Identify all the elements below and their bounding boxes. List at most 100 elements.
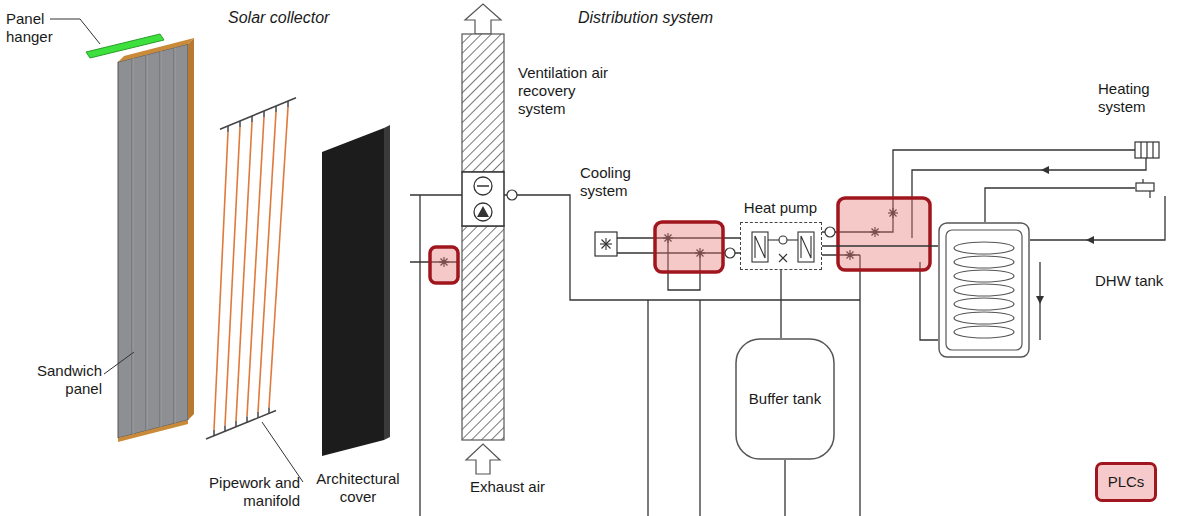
pipework	[258, 112, 276, 412]
pump-symbol	[725, 248, 735, 258]
leader-line	[262, 422, 303, 482]
distribution-drawing	[410, 4, 1165, 516]
label-slot: Panel hanger	[6, 10, 62, 46]
ventilation-unit	[462, 34, 504, 172]
pipe	[410, 150, 1165, 516]
manifold	[227, 126, 229, 132]
pipe	[504, 195, 860, 300]
radiator-icon	[1135, 142, 1159, 158]
architectural-cover	[384, 125, 390, 440]
tap-icon	[1149, 191, 1150, 198]
architectural-cover	[322, 128, 384, 456]
node-label: DHW tank	[1095, 272, 1163, 290]
sandwich-panel	[145, 55, 146, 431]
architectural-cover	[322, 125, 390, 456]
legend-label: PLCs	[1108, 473, 1145, 491]
sandwich-panel	[133, 58, 134, 434]
ventilation-unit	[474, 203, 492, 221]
heat-pump-symbol	[798, 232, 814, 262]
plc-highlight	[430, 247, 458, 283]
tap-icon	[1136, 179, 1154, 198]
label-slot: Heating system	[1098, 80, 1164, 116]
tap-icon	[1136, 183, 1154, 191]
manifold	[220, 98, 296, 130]
label-slot: Ventilation air recovery system	[518, 64, 622, 118]
pipe	[410, 194, 462, 195]
plc-highlight	[838, 198, 930, 270]
sandwich-panel	[173, 48, 174, 424]
buffer-tank: Buffer tank	[735, 338, 835, 460]
node-label: Buffer tank	[749, 390, 821, 408]
heating-coil	[954, 298, 1014, 310]
pipework	[214, 107, 288, 430]
legend-item: PLCs	[1095, 462, 1157, 502]
heat-pump-symbol	[787, 239, 798, 240]
flow-arrow	[1036, 296, 1044, 304]
pump-symbol	[507, 190, 517, 200]
label-slot: Solar collector	[228, 8, 329, 27]
tank-outline	[938, 222, 1030, 358]
cooling-unit	[595, 232, 617, 256]
pipework	[247, 117, 264, 417]
flow-arrow	[1036, 166, 1094, 304]
ventilation-unit	[462, 172, 504, 226]
ventilation-unit	[462, 4, 504, 474]
radiator-icon	[1135, 142, 1159, 158]
tank-outline	[736, 339, 834, 459]
sandwich-panel	[188, 38, 194, 420]
manifold	[251, 116, 253, 122]
heating-coil	[954, 256, 1014, 268]
pipe-connector	[822, 245, 938, 246]
ventilation-unit	[477, 185, 489, 187]
pipe	[699, 300, 700, 516]
sandwich-panel	[131, 58, 132, 434]
sandwich-panel	[147, 55, 148, 431]
pump-symbol	[825, 227, 835, 237]
pipe	[647, 300, 648, 516]
manifold	[246, 417, 248, 423]
sandwich-panel	[159, 51, 160, 427]
heat-pump-box: Heat pump	[740, 222, 822, 270]
pipework	[214, 132, 228, 430]
manifold	[206, 411, 276, 440]
heating-coil	[954, 326, 1014, 338]
sandwich-panel	[118, 44, 188, 438]
manifold	[287, 101, 289, 107]
part-label: Exhaust air	[470, 478, 545, 496]
section-heading: Solar collector	[228, 8, 329, 27]
manifold	[257, 412, 259, 418]
dhw-tank: DHW tank	[938, 222, 1030, 358]
manifold	[224, 426, 226, 432]
label-slot: Architectural cover	[306, 470, 410, 506]
manifold	[263, 111, 265, 117]
plc-highlight	[655, 222, 723, 272]
pipe	[419, 195, 420, 516]
label-slot: Exhaust air	[470, 478, 545, 496]
plc-highlight	[430, 198, 930, 283]
radiator-icon	[1140, 142, 1141, 158]
label-slot: Sandwich panel	[28, 362, 102, 398]
leader-line	[50, 19, 100, 44]
heat-pump-symbol	[752, 232, 768, 262]
pipe	[985, 188, 1135, 222]
sandwich-panel	[175, 47, 176, 423]
heating-coil	[954, 270, 1014, 282]
heat-pump-symbol	[801, 236, 811, 258]
part-label: Panel hanger	[6, 10, 62, 46]
heat-pump-symbol	[752, 232, 814, 262]
pipe-connector	[780, 270, 781, 338]
heating-coil	[954, 284, 1014, 296]
part-label: Heating system	[1098, 80, 1164, 116]
pipe	[1030, 196, 1165, 240]
manifold	[275, 106, 277, 112]
heat-pump-symbol	[779, 254, 787, 262]
ventilation-unit	[477, 206, 489, 217]
part-label: Sandwich panel	[28, 362, 102, 398]
part-label: Ventilation air recovery system	[518, 64, 622, 118]
ventilation-unit	[466, 444, 500, 474]
flow-arrow	[1086, 236, 1094, 244]
heat-pump-symbol	[779, 236, 787, 244]
label-slot: Distribution system	[578, 8, 713, 27]
manifold	[268, 408, 270, 414]
node-label: Heat pump	[744, 199, 817, 217]
